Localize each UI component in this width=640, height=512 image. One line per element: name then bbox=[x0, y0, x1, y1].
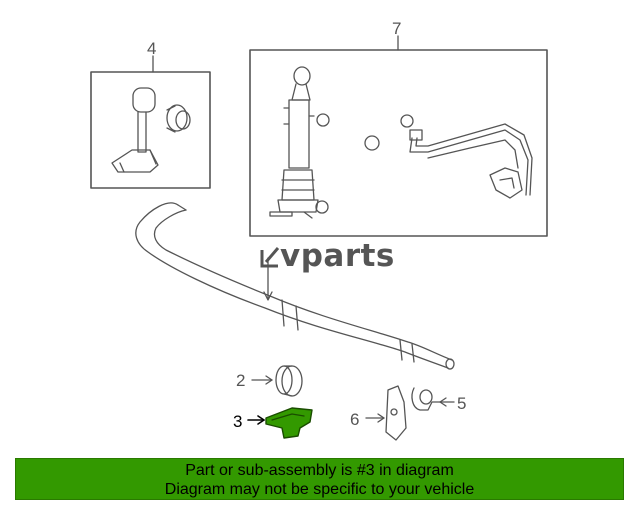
callout-7: 7 bbox=[392, 19, 401, 38]
part-3-highlighted-bracket[interactable] bbox=[247, 407, 313, 439]
callout-4: 4 bbox=[147, 39, 156, 58]
watermark-logo: vparts bbox=[260, 238, 395, 274]
watermark-text: vparts bbox=[280, 238, 395, 274]
hydraulic-lines-drawing bbox=[409, 123, 533, 199]
callout-6: 6 bbox=[350, 410, 359, 429]
callout-3: 3 bbox=[233, 412, 242, 431]
part-4-group[interactable] bbox=[90, 55, 211, 189]
part-7-group[interactable] bbox=[249, 35, 548, 237]
stabilizer-link-drawing bbox=[111, 87, 191, 173]
banner-line-1: Part or sub-assembly is #3 in diagram bbox=[185, 462, 454, 479]
banner-line-2: Diagram may not be specific to your vehi… bbox=[164, 481, 475, 498]
part-6-bracket[interactable] bbox=[365, 385, 407, 441]
part-5-clamp[interactable] bbox=[411, 387, 455, 411]
part-4-box bbox=[90, 71, 211, 189]
stabilizer-bar-drawing bbox=[135, 202, 455, 370]
callout-5: 5 bbox=[457, 394, 466, 413]
callout-2: 2 bbox=[236, 371, 245, 390]
part-2-bushing[interactable] bbox=[251, 365, 303, 397]
watermark-logo-icon bbox=[260, 247, 280, 268]
actuator-drawing bbox=[269, 66, 414, 219]
info-banner: Part or sub-assembly is #3 in diagram Di… bbox=[15, 458, 624, 500]
